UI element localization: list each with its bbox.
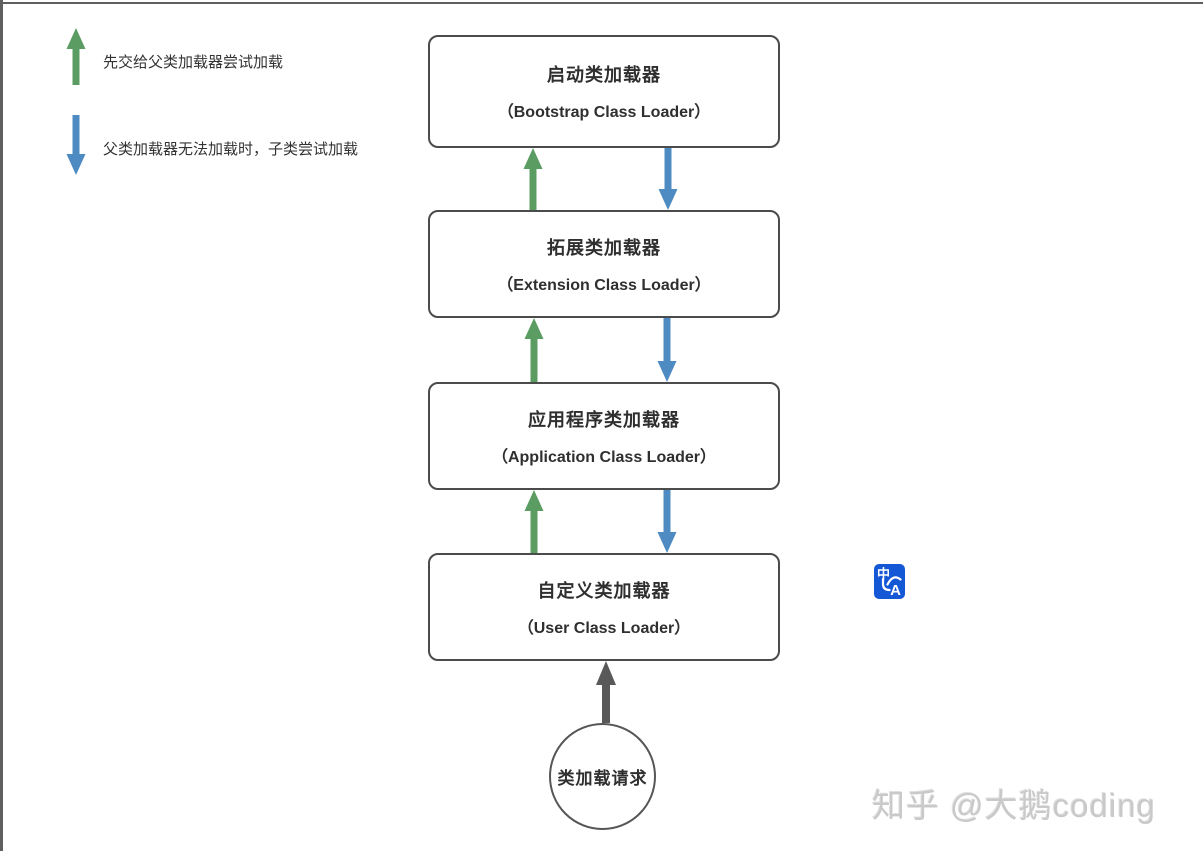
translate-zh-glyph: 中: [877, 567, 890, 582]
translate-icon[interactable]: 中 A: [874, 564, 905, 599]
legend-up-arrow-icon: [66, 28, 86, 85]
node-title: 自定义类加载器: [537, 580, 671, 601]
watermark: 知乎 @大鹅coding: [872, 787, 1156, 824]
top-border-line: [0, 2, 1203, 4]
fallback-down-arrow-2: [657, 318, 677, 382]
request-label: 类加载请求: [557, 769, 648, 788]
fallback-down-arrow-3: [657, 490, 677, 553]
fallback-down-arrow-1: [658, 148, 678, 210]
node-subtitle: （User Class Loader）: [517, 619, 691, 637]
translate-a-glyph: A: [890, 582, 901, 599]
legend-up-label: 先交给父类加载器尝试加载: [103, 54, 284, 71]
delegate-up-arrow-2: [524, 318, 544, 382]
node-subtitle: （Bootstrap Class Loader）: [497, 104, 711, 121]
legend-down-arrow-icon: [66, 115, 86, 175]
node-title: 拓展类加载器: [547, 237, 661, 258]
request-up-arrow: [596, 661, 616, 723]
node-title: 应用程序类加载器: [528, 409, 680, 430]
legend-down-label: 父类加载器无法加载时，子类尝试加载: [103, 141, 359, 158]
class-load-request-node: 类加载请求: [549, 723, 656, 830]
node-user-class-loader: 自定义类加载器 （User Class Loader）: [428, 553, 780, 661]
node-subtitle: （Application Class Loader）: [491, 448, 717, 466]
node-title: 启动类加载器: [547, 65, 661, 85]
left-border-line: [0, 0, 3, 851]
node-application-class-loader: 应用程序类加载器 （Application Class Loader）: [428, 382, 780, 490]
delegate-up-arrow-3: [524, 490, 544, 553]
delegate-up-arrow-1: [523, 148, 543, 210]
node-extension-class-loader: 拓展类加载器 （Extension Class Loader）: [428, 210, 780, 318]
node-bootstrap-class-loader: 启动类加载器 （Bootstrap Class Loader）: [428, 35, 780, 148]
node-subtitle: （Extension Class Loader）: [497, 276, 711, 294]
